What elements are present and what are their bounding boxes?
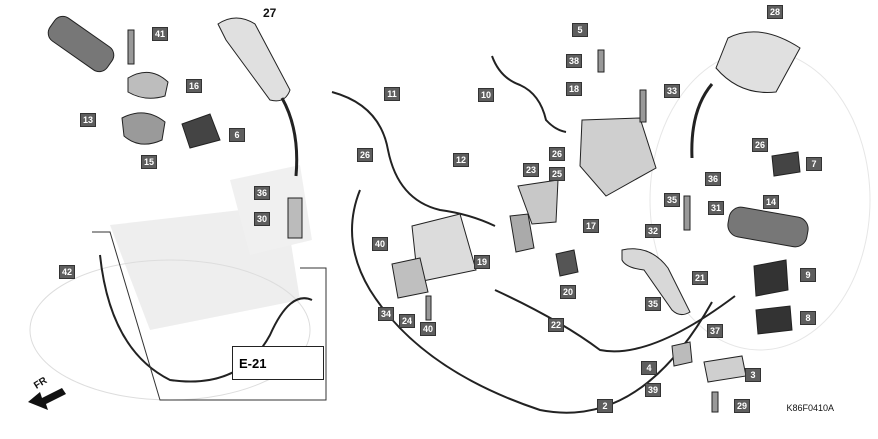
callout-40b: 40 (420, 322, 436, 336)
callout-30: 30 (254, 212, 270, 226)
throttle-cable (331, 91, 496, 227)
right-mirror (715, 31, 801, 93)
callout-5: 5 (572, 23, 588, 37)
callout-15: 15 (141, 155, 157, 169)
label-27: 27 (263, 6, 277, 20)
bracket-4 (671, 341, 693, 367)
switch-housing-right (579, 117, 657, 197)
bracket-22 (509, 213, 535, 253)
diagram-code: K86F0410A (786, 403, 834, 413)
callout-24: 24 (399, 314, 415, 328)
callout-9: 9 (800, 268, 816, 282)
bracket-23 (517, 179, 559, 225)
callout-26: 26 (357, 148, 373, 162)
callout-34: 34 (378, 307, 394, 321)
left-grip (47, 15, 115, 73)
callout-20: 20 (560, 285, 576, 299)
background-wing-pattern (110, 165, 312, 330)
switch-left (181, 113, 221, 149)
right-mirror-stem (690, 83, 714, 159)
callout-33: 33 (664, 84, 680, 98)
callout-26c: 26 (752, 138, 768, 152)
reference-box-e21: E-21 (232, 346, 324, 380)
callout-29: 29 (734, 399, 750, 413)
callout-25: 25 (549, 167, 565, 181)
choke-cable (351, 189, 713, 414)
callout-3: 3 (745, 368, 761, 382)
callout-17: 17 (583, 219, 599, 233)
callout-13: 13 (80, 113, 96, 127)
reference-label: E-21 (239, 356, 267, 371)
callout-36b: 36 (705, 172, 721, 186)
connector-20 (555, 249, 579, 277)
callout-7: 7 (806, 157, 822, 171)
brake-lever (621, 248, 691, 316)
lock-cable (99, 254, 313, 383)
callout-39: 39 (645, 383, 661, 397)
callout-22: 22 (548, 318, 564, 332)
cable-frame (92, 231, 327, 401)
callout-42: 42 (59, 265, 75, 279)
callout-19: 19 (474, 255, 490, 269)
switch-housing-upper (127, 71, 169, 99)
switch-housing-lower (121, 112, 166, 145)
callout-36: 36 (254, 186, 270, 200)
callout-32: 32 (645, 224, 661, 238)
callout-26b: 26 (549, 147, 565, 161)
mirror-adapter (287, 197, 303, 239)
callout-4: 4 (641, 361, 657, 375)
switch-9 (753, 259, 789, 297)
callout-21: 21 (692, 271, 708, 285)
callout-35: 35 (645, 297, 661, 311)
left-mirror-stem (280, 97, 299, 177)
callout-31: 31 (708, 201, 724, 215)
callout-16: 16 (186, 79, 202, 93)
callout-38: 38 (566, 54, 582, 68)
bolt-shapes (127, 29, 719, 413)
left-mirror (217, 17, 291, 102)
callout-41: 41 (152, 27, 168, 41)
bracket-3 (703, 355, 747, 383)
callout-6: 6 (229, 128, 245, 142)
callout-12: 12 (453, 153, 469, 167)
switch-7 (771, 151, 801, 177)
brake-cable (494, 289, 736, 353)
callout-14: 14 (763, 195, 779, 209)
reservoir-cap (391, 257, 429, 299)
callout-28: 28 (767, 5, 783, 19)
front-arrow-icon (28, 388, 66, 410)
callout-11: 11 (384, 87, 400, 101)
callout-35b: 35 (664, 193, 680, 207)
callout-18: 18 (566, 82, 582, 96)
switch-8 (755, 305, 793, 335)
right-grip (727, 206, 809, 248)
wiring-harness (491, 55, 567, 133)
callout-8: 8 (800, 311, 816, 325)
callout-2: 2 (597, 399, 613, 413)
callout-37: 37 (707, 324, 723, 338)
callout-23: 23 (523, 163, 539, 177)
callout-10: 10 (478, 88, 494, 102)
callout-40: 40 (372, 237, 388, 251)
